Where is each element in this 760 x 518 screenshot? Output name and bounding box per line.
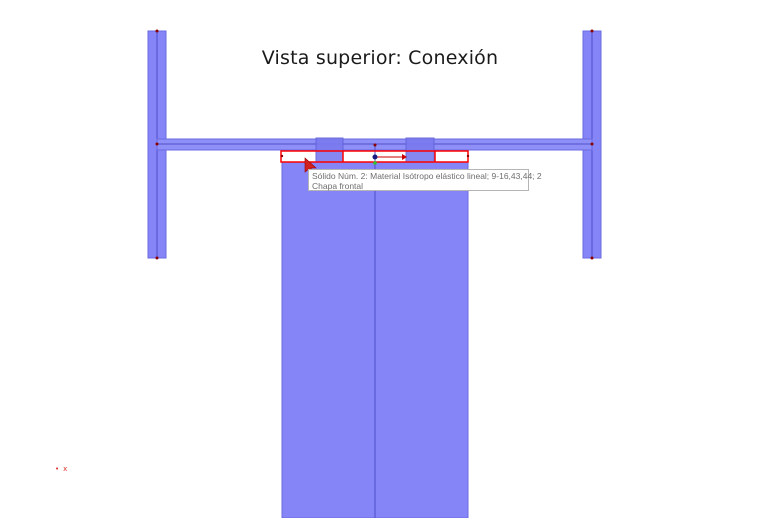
tooltip-line-2: Chapa frontal <box>312 181 364 191</box>
axis-origin-icon: • <box>55 465 60 473</box>
tooltip-line-1: Sólido Núm. 2: Material Isótropo elástic… <box>312 171 542 181</box>
local-axis-arrow-icon <box>402 154 407 160</box>
node-markers <box>155 29 594 260</box>
axis-x-label: x <box>63 465 68 473</box>
node-point <box>155 29 159 33</box>
node-point <box>155 142 159 146</box>
object-tooltip: Sólido Núm. 2: Material Isótropo elástic… <box>308 169 542 191</box>
node-point <box>590 256 594 260</box>
local-axis-origin-icon <box>372 154 378 160</box>
local-axis-y-dot-icon <box>373 161 377 165</box>
axis-indicator: •x <box>55 465 67 473</box>
view-title: Vista superior: Conexión <box>261 47 499 69</box>
node-point <box>280 154 284 158</box>
node-point <box>373 143 377 147</box>
node-point <box>466 154 470 158</box>
node-point <box>590 142 594 146</box>
node-point <box>155 256 159 260</box>
node-point <box>590 29 594 33</box>
